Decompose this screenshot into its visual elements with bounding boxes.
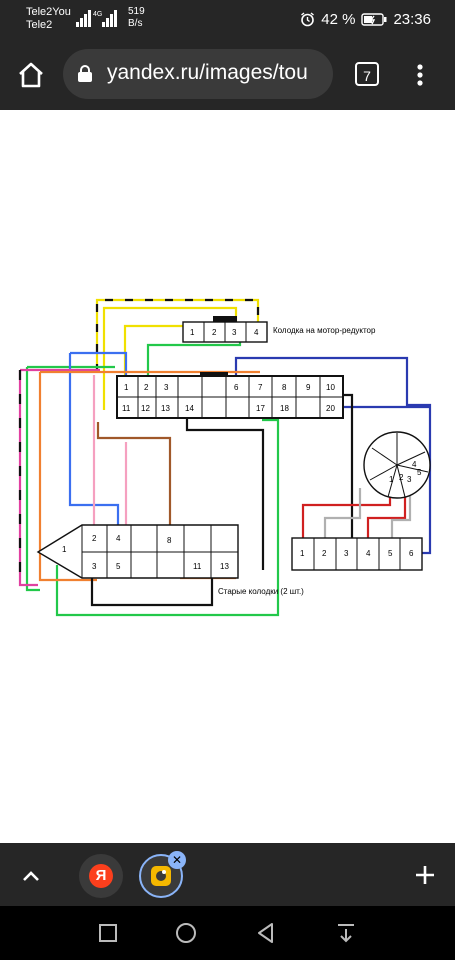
address-bar[interactable]: yandex.ru/images/tou — [63, 49, 333, 99]
round-pin-5: 5 — [417, 468, 422, 477]
browser-toolbar: yandex.ru/images/tou 7 — [0, 40, 455, 110]
round-pin-1: 1 — [389, 475, 394, 484]
net-speed-unit: B/s — [128, 18, 143, 29]
home-nav-button[interactable] — [172, 919, 200, 947]
lock-icon — [78, 65, 92, 82]
old-pin-13: 13 — [220, 562, 229, 571]
motor-pin-2: 2 — [212, 328, 217, 337]
round-pin-4: 4 — [412, 460, 417, 469]
carrier-2: Tele2 — [26, 19, 53, 31]
old-connectors-label: Старые колодки (2 шт.) — [218, 587, 304, 596]
motor-connector-label: Колодка на мотор-редуктор — [273, 326, 376, 335]
old-pin-1: 1 — [62, 545, 67, 554]
image-viewer[interactable]: 1 2 3 4 Колодка на мотор-редуктор 1 2 3 … — [0, 110, 455, 843]
back-button[interactable] — [252, 919, 280, 947]
old-pin-11: 11 — [193, 562, 202, 571]
status-right: 42 % 23:36 — [300, 11, 431, 28]
main-pin-10: 10 — [326, 383, 335, 392]
old-connectors: 1 2 4 8 3 5 11 13 Старые колодки (2 шт.) — [36, 524, 304, 596]
signal-icon: 4G — [76, 10, 117, 27]
recents-button[interactable] — [94, 919, 122, 947]
motor-pin-3: 3 — [232, 328, 237, 337]
tab-switcher-button[interactable]: 7 — [355, 62, 379, 86]
main-pin-3: 3 — [164, 383, 169, 392]
six-pin-5: 5 — [388, 549, 393, 558]
battery-icon — [361, 13, 387, 26]
alarm-icon — [301, 12, 315, 27]
home-button[interactable] — [16, 60, 46, 90]
main-pin-11: 11 — [122, 404, 131, 413]
round-pin-2: 2 — [399, 473, 404, 482]
status-bar: Tele2You Tele2 4G 519 B/s 42 % 23:36 — [0, 0, 455, 40]
main-connector: 1 2 3 6 7 8 9 10 11 12 13 14 17 18 20 — [116, 372, 344, 419]
six-pin-connector: 1 2 3 4 5 6 — [291, 537, 423, 571]
six-pin-4: 4 — [366, 549, 371, 558]
round-connector: 1 2 3 4 5 — [363, 431, 431, 499]
old-pin-2: 2 — [92, 534, 97, 543]
motor-connector: 1 2 3 4 Колодка на мотор-редуктор — [182, 316, 376, 343]
old-pin-3: 3 — [92, 562, 97, 571]
main-pin-2: 2 — [144, 383, 149, 392]
clock: 23:36 — [393, 11, 431, 28]
carrier-1: Tele2You — [26, 6, 71, 18]
old-pin-4: 4 — [116, 534, 121, 543]
main-pin-1: 1 — [124, 383, 129, 392]
carrier-info: Tele2You Tele2 — [26, 6, 71, 32]
notification-pull-button[interactable] — [332, 919, 360, 947]
main-pin-9: 9 — [306, 383, 311, 392]
yandex-app-button[interactable]: Я — [79, 854, 123, 898]
url-text: yandex.ru/images/tou — [107, 61, 308, 84]
main-pin-18: 18 — [280, 404, 289, 413]
yandex-logo-icon: Я — [89, 864, 113, 888]
six-pin-6: 6 — [409, 549, 414, 558]
battery-percent: 42 % — [321, 11, 356, 28]
system-navigation-bar — [0, 906, 455, 960]
six-pin-2: 2 — [322, 549, 327, 558]
main-pin-7: 7 — [258, 383, 263, 392]
main-pin-13: 13 — [161, 404, 170, 413]
image-icon — [151, 866, 171, 886]
motor-pin-4: 4 — [254, 328, 259, 337]
old-pin-5: 5 — [116, 562, 121, 571]
chevron-up-icon[interactable] — [16, 861, 46, 891]
main-pin-6: 6 — [234, 383, 239, 392]
main-pin-8: 8 — [282, 383, 287, 392]
main-pin-12: 12 — [141, 404, 150, 413]
six-pin-3: 3 — [344, 549, 349, 558]
net-speed: 519 B/s — [128, 6, 145, 30]
motor-pin-1: 1 — [190, 328, 195, 337]
network-type: 4G — [93, 11, 102, 18]
main-pin-20: 20 — [326, 404, 335, 413]
main-pin-14: 14 — [185, 404, 194, 413]
more-menu-icon[interactable] — [408, 60, 432, 90]
close-tab-icon[interactable]: ✕ — [168, 851, 186, 869]
six-pin-1: 1 — [300, 549, 305, 558]
net-speed-value: 519 — [128, 6, 145, 17]
plus-icon[interactable] — [410, 860, 440, 890]
old-pin-8: 8 — [167, 536, 172, 545]
main-pin-17: 17 — [256, 404, 265, 413]
round-pin-3: 3 — [407, 475, 412, 484]
bottom-toolbar: Я ✕ — [0, 843, 455, 906]
wiring-diagram: 1 2 3 4 Колодка на мотор-редуктор 1 2 3 … — [0, 110, 455, 843]
